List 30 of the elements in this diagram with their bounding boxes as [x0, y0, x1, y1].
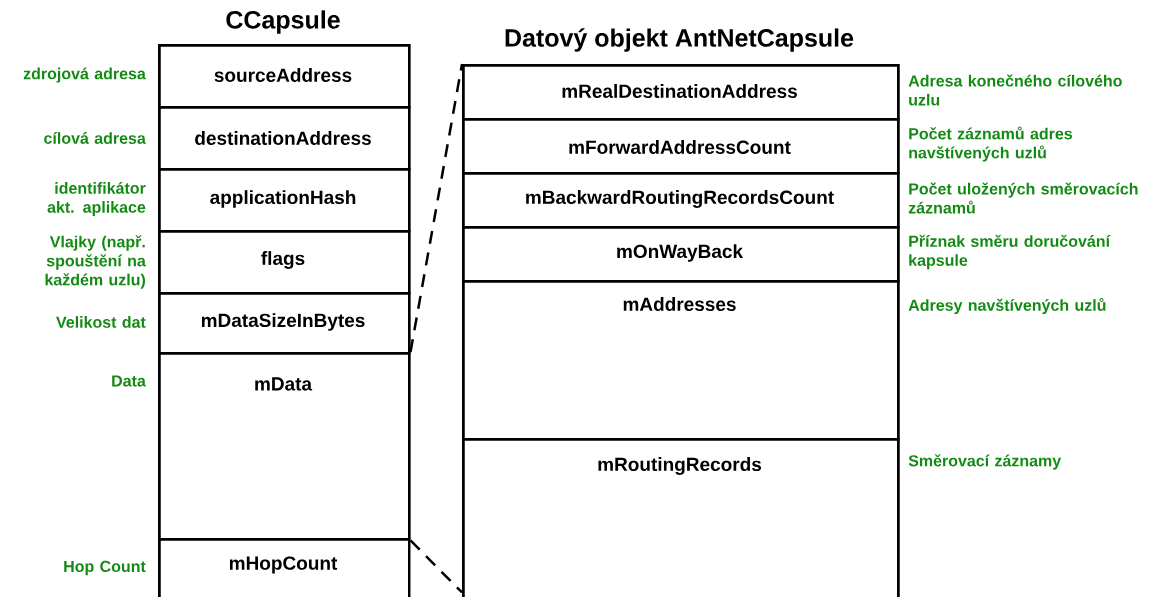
annotation-label: Data [112, 375, 146, 387]
annotation-label: Příznak směru doručování kapsule [909, 234, 1111, 270]
node-label: CCapsule [226, 10, 340, 34]
field-cell: mOnWayBack [462, 226, 900, 283]
dashed-line [409, 63, 464, 353]
field-cell: mRealDestinationAddress [462, 64, 900, 121]
annotation-label: Adresy navštívených uzlů [908, 297, 1106, 315]
annotation-label: Adresa konečného cílového uzlu [908, 74, 1122, 106]
annotation-label: Velikost dat [56, 316, 146, 328]
field-cell: mDataSizeInBytes [158, 292, 411, 355]
annotation-label: Vlajky (např. spouštění na každém uzlu) [45, 235, 146, 289]
annotation-label: cílová adresa [44, 132, 146, 144]
field-cell: mBackwardRoutingRecordsCount [462, 172, 900, 229]
annotation-label: zdrojová adresa [23, 67, 146, 83]
annotation-label: Počet záznamů adres navštívených uzlů [909, 126, 1072, 162]
field-cell: applicationHash [158, 168, 411, 233]
dashed-line [409, 539, 463, 594]
annotation-label: identifikátor akt. aplikace [47, 181, 146, 217]
field-cell: sourceAddress [158, 44, 411, 109]
field-cell: mAddresses [462, 280, 900, 441]
node-label: Datový objekt AntNetCapsule [505, 28, 854, 52]
field-cell: flags [158, 230, 411, 295]
field-cell: mData [158, 352, 411, 541]
field-cell: destinationAddress [158, 106, 411, 171]
field-cell: mRoutingRecords [462, 438, 900, 597]
field-cell: mHopCount [158, 538, 411, 597]
annotation-label: Počet uložených směrovacích záznamů [908, 182, 1138, 214]
annotation-label: Směrovací záznamy [908, 454, 1062, 470]
field-cell: mForwardAddressCount [462, 118, 900, 175]
annotation-label: Hop Count [64, 560, 146, 576]
